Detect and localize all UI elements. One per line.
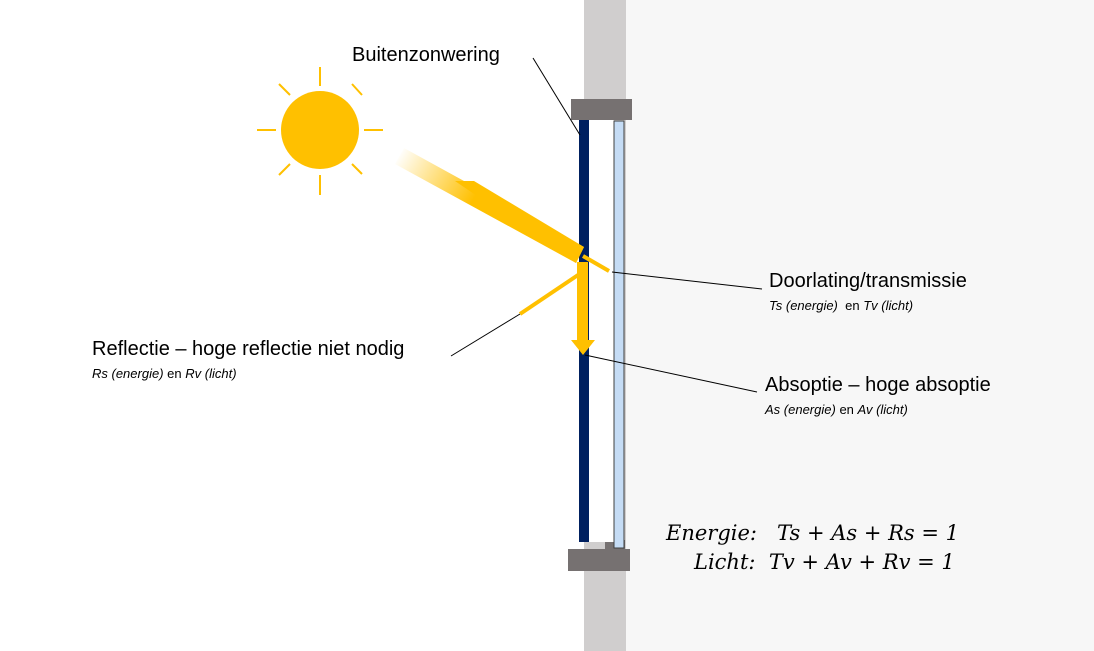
frame-bottom xyxy=(568,549,630,571)
interior-background xyxy=(626,0,1094,651)
label-outer-shading: Buitenzonwering xyxy=(352,44,500,66)
label-transmission-sub: Ts (energie) en Tv (licht) xyxy=(769,298,913,313)
transmission-link: en xyxy=(845,298,860,313)
transmission-light: Tv (licht) xyxy=(863,298,914,313)
formula-light-equation: Tv + Av + Rv = 1 xyxy=(768,550,955,574)
leader-line-transmission xyxy=(611,271,763,290)
formula-energy-equation: Ts + As + Rs = 1 xyxy=(777,521,960,545)
transmitted-ray xyxy=(582,254,610,273)
transmission-energy: Ts (energie) xyxy=(769,298,838,313)
label-reflection-sub: Rs (energie) en Rv (licht) xyxy=(92,366,237,381)
label-transmission: Doorlating/transmissie xyxy=(769,270,967,292)
absorption-arrow xyxy=(571,262,595,355)
leader-line-reflection xyxy=(450,313,521,357)
formula-light: Licht: Tv + Av + Rv = 1 xyxy=(694,550,955,574)
reflected-ray xyxy=(518,271,583,316)
leader-line-absorption xyxy=(584,354,758,393)
reflection-light: Rv (licht) xyxy=(185,366,237,381)
reflection-link: en xyxy=(167,366,182,381)
frame-top xyxy=(571,99,632,120)
incoming-sunlight-beam-solid xyxy=(455,181,584,263)
cavity xyxy=(588,120,614,542)
formula-light-label: Licht: xyxy=(694,550,756,574)
label-reflection: Reflectie – hoge reflectie niet nodig xyxy=(92,338,405,360)
reflection-energy: Rs (energie) xyxy=(92,366,164,381)
label-absorption: Absoptie – hoge absoptie xyxy=(765,374,991,396)
formula-energy-label: Energie: xyxy=(666,521,757,545)
formula-energy: Energie: Ts + As + Rs = 1 xyxy=(666,521,959,545)
glass-pane xyxy=(613,120,625,549)
sun-icon xyxy=(257,67,383,195)
absorption-energy: As (energie) xyxy=(765,402,836,417)
absorption-link: en xyxy=(839,402,854,417)
leader-line-outer-shading xyxy=(532,57,581,136)
label-absorption-sub: As (energie) en Av (licht) xyxy=(765,402,908,417)
absorption-light: Av (licht) xyxy=(857,402,908,417)
